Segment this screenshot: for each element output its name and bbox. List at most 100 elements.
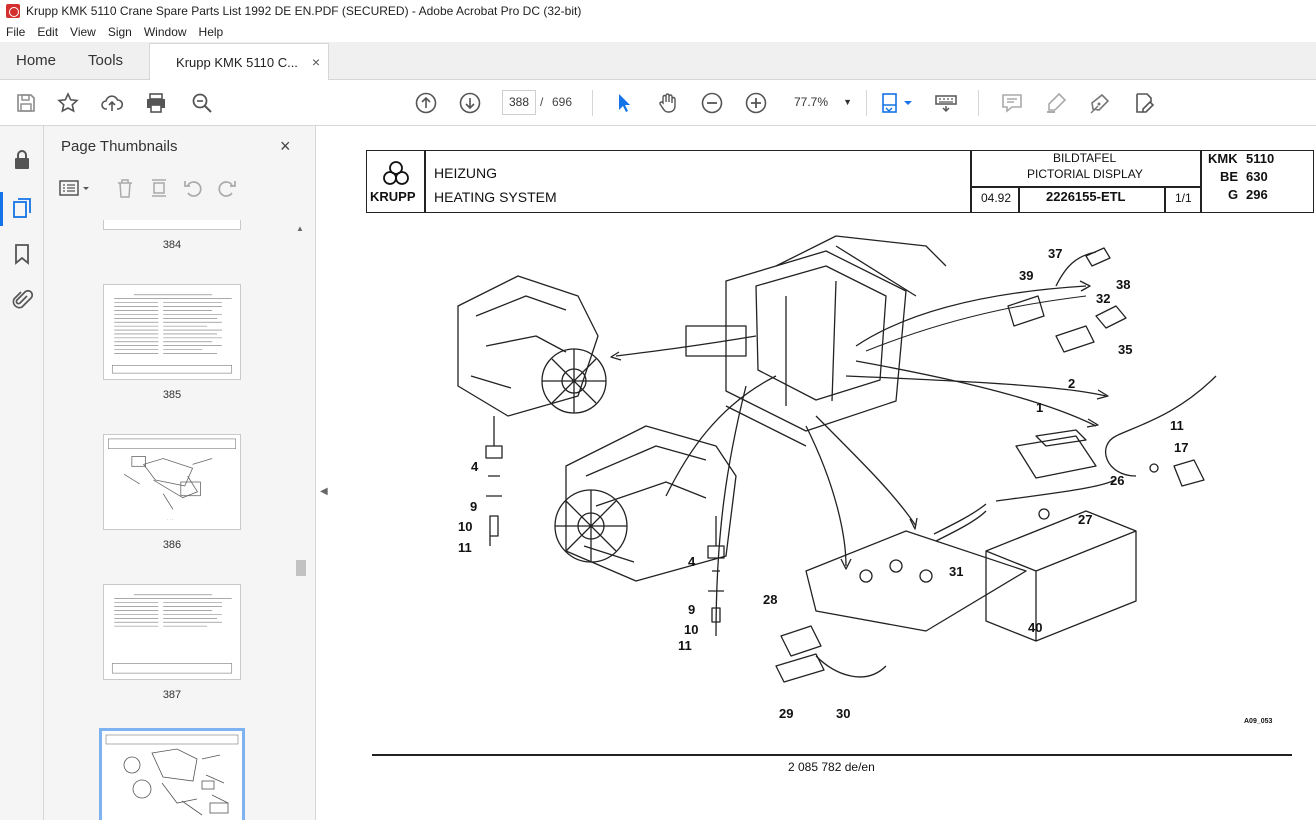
zoom-level-select[interactable]: 77.7% ▼ xyxy=(786,90,856,115)
tab-close-icon[interactable]: × xyxy=(311,54,321,70)
zoom-search-icon[interactable] xyxy=(190,91,214,115)
title-bar: Krupp KMK 5110 Crane Spare Parts List 19… xyxy=(0,0,1316,22)
page-thumbnail[interactable] xyxy=(103,220,241,230)
page-thumbnail-current[interactable] xyxy=(99,728,245,820)
model-key-2: BE xyxy=(1220,169,1239,184)
sign-pen-icon[interactable] xyxy=(1088,91,1112,115)
callout-label: 38 xyxy=(1116,277,1131,292)
thumbnail-label: 386 xyxy=(162,539,182,551)
page-thumbnail[interactable] xyxy=(103,584,241,680)
callout-label: 11 xyxy=(678,638,692,653)
zoom-value: 77.7% xyxy=(794,95,829,109)
thumbnail-label: 385 xyxy=(162,389,182,401)
scrollbar-thumb[interactable] xyxy=(296,560,306,576)
callout-label: 35 xyxy=(1118,342,1133,357)
thumbnail-label: 384 xyxy=(162,239,182,251)
comment-icon[interactable] xyxy=(1000,91,1024,115)
model-value-3: 296 xyxy=(1246,187,1268,202)
menu-sign[interactable]: Sign xyxy=(107,25,132,39)
chevron-down-icon: ▼ xyxy=(843,97,852,107)
attachments-icon[interactable] xyxy=(10,288,34,312)
collapse-panel-icon[interactable]: ◀ xyxy=(320,486,328,497)
menu-bar: File Edit View Sign Window Help xyxy=(0,22,1316,42)
scroll-up-icon[interactable]: ▲ xyxy=(296,224,304,233)
page-thumbnail[interactable] xyxy=(103,284,241,380)
menu-help[interactable]: Help xyxy=(198,25,224,39)
page-number-input[interactable]: 388 xyxy=(502,90,536,115)
title-block-divider xyxy=(970,186,1200,188)
exploded-parts-drawing xyxy=(457,235,1217,683)
window-title: Krupp KMK 5110 Crane Spare Parts List 19… xyxy=(26,4,582,18)
callout-label: 10 xyxy=(684,622,699,637)
page-thumbnail[interactable]: · · · xyxy=(103,434,241,530)
model-key-3: G xyxy=(1228,187,1239,202)
highlighter-icon[interactable] xyxy=(1044,91,1068,115)
tab-document-label: Krupp KMK 5110 C... xyxy=(176,54,298,70)
drawing-reference: A09_053 xyxy=(1244,718,1273,725)
menu-window[interactable]: Window xyxy=(143,25,187,39)
callout-label: 28 xyxy=(763,592,778,607)
acrobat-logo-icon xyxy=(6,4,20,18)
menu-view[interactable]: View xyxy=(70,25,96,39)
bookmarks-icon[interactable] xyxy=(10,242,34,266)
edit-pdf-icon[interactable] xyxy=(1132,91,1156,115)
model-value-1: 5110 xyxy=(1246,151,1275,166)
upload-cloud-icon[interactable] xyxy=(100,91,124,115)
krupp-rings-logo xyxy=(383,161,409,185)
tab-home[interactable]: Home xyxy=(16,52,57,69)
page-total: 696 xyxy=(552,95,573,109)
callout-label: 4 xyxy=(471,459,479,474)
page-separator: / xyxy=(540,95,544,109)
thumbnail-options-icon[interactable] xyxy=(58,177,92,204)
fit-page-icon[interactable] xyxy=(880,91,914,115)
bookmark-star-icon[interactable] xyxy=(56,91,80,115)
zoom-out-icon[interactable] xyxy=(700,91,724,115)
rail-active-indicator xyxy=(0,192,3,226)
prev-page-icon[interactable] xyxy=(414,91,438,115)
select-cursor-icon[interactable] xyxy=(612,91,636,115)
extract-page-icon[interactable] xyxy=(148,177,170,204)
toolbar-divider xyxy=(592,90,593,116)
title-block-divider xyxy=(1018,186,1020,213)
thumbnail-label: 387 xyxy=(162,689,182,701)
callout-label: 2 xyxy=(1068,376,1076,391)
next-page-icon[interactable] xyxy=(458,91,482,115)
save-icon[interactable] xyxy=(14,91,38,115)
thumbnail-scrollbar[interactable]: ▲ xyxy=(294,220,308,820)
hand-tool-icon[interactable] xyxy=(656,91,680,115)
lock-icon[interactable] xyxy=(10,148,34,172)
title-english: HEATING SYSTEM xyxy=(434,189,557,205)
part-number: 2226155-ETL xyxy=(1046,189,1126,204)
svg-text:· · ·: · · · xyxy=(167,517,173,522)
callout-label: 37 xyxy=(1048,246,1063,261)
callout-label: 31 xyxy=(949,564,964,579)
page-thumbnails-icon[interactable] xyxy=(10,196,34,220)
callout-label: 9 xyxy=(688,602,696,617)
callout-label: 29 xyxy=(779,706,794,721)
tab-document[interactable]: Krupp KMK 5110 C... × xyxy=(149,43,330,80)
page-thumbnails-panel: Page Thumbnails × 384 xyxy=(44,126,316,820)
panel-close-icon[interactable]: × xyxy=(280,136,291,156)
thumbnail-list: 384 385 · · · xyxy=(44,220,294,820)
menu-edit[interactable]: Edit xyxy=(37,25,59,39)
rotate-right-icon[interactable] xyxy=(216,177,238,204)
model-value-2: 630 xyxy=(1246,169,1268,184)
callout-label: 10 xyxy=(458,519,473,534)
delete-page-icon[interactable] xyxy=(114,177,136,204)
sheet-number: 1/1 xyxy=(1175,191,1192,205)
rotate-left-icon[interactable] xyxy=(182,177,204,204)
callout-label: 9 xyxy=(470,499,478,514)
zoom-in-icon[interactable] xyxy=(744,91,768,115)
callout-label: 39 xyxy=(1019,268,1034,283)
keyboard-icon[interactable] xyxy=(934,91,958,115)
tab-tools[interactable]: Tools xyxy=(88,52,124,69)
left-rail xyxy=(0,126,44,820)
issue-date: 04.92 xyxy=(981,191,1012,205)
print-icon[interactable] xyxy=(144,91,168,115)
callout-label: 30 xyxy=(836,706,851,721)
model-key-1: KMK xyxy=(1208,151,1238,166)
menu-file[interactable]: File xyxy=(6,25,26,39)
title-german: HEIZUNG xyxy=(434,165,497,181)
callout-label: 4 xyxy=(688,554,696,569)
